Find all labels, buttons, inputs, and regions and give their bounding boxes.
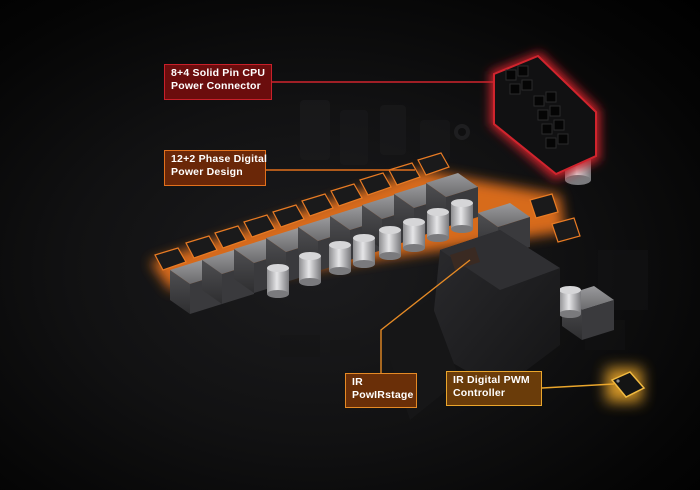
- callout-phase-line1: 12+2 Phase Digital: [171, 153, 268, 165]
- callout-cpu-line2: Power Connector: [171, 80, 261, 92]
- mosfet-row: [154, 152, 581, 271]
- callout-powir-line2: PowIRstage: [352, 389, 414, 401]
- cpu-power-connector: [490, 52, 600, 180]
- callout-cpu-power-connector: 8+4 Solid Pin CPU Power Connector: [164, 64, 272, 100]
- callout-powirstage: IR PowIRstage: [345, 373, 417, 408]
- callout-pwm-line1: IR Digital PWM: [453, 374, 530, 386]
- callout-phase-design: 12+2 Phase Digital Power Design: [164, 150, 268, 186]
- io-shield-heatsink: [380, 230, 560, 420]
- pwm-controller-chip: [606, 368, 646, 402]
- callout-phase-line2: Power Design: [171, 166, 243, 178]
- callout-leader-lines: [266, 81, 615, 389]
- callout-pwm-controller: IR Digital PWM Controller: [446, 371, 542, 406]
- callout-cpu-line1: 8+4 Solid Pin CPU: [171, 67, 266, 79]
- callout-pwm-line2: Controller: [453, 387, 506, 399]
- callout-powir-line1: IR: [352, 376, 363, 388]
